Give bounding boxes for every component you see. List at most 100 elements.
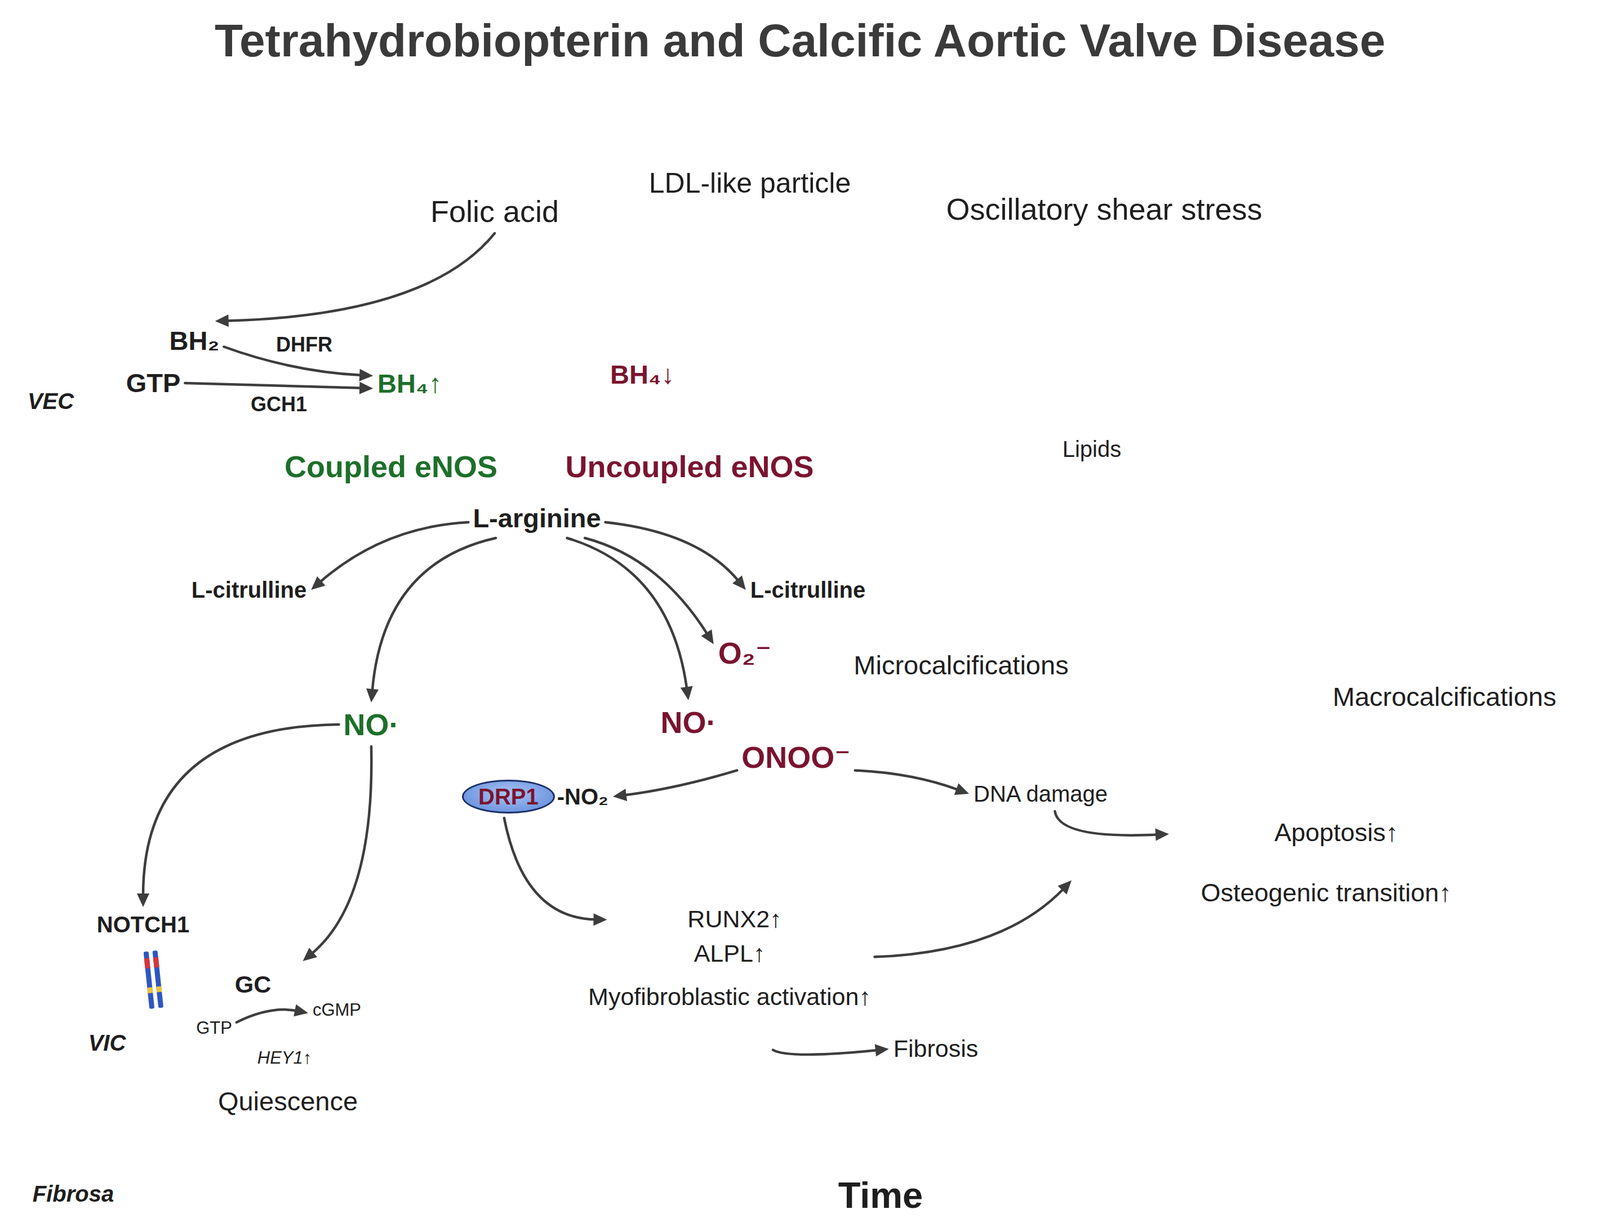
- lipid-droplet: [1256, 449, 1278, 470]
- calcification: [1359, 585, 1404, 630]
- calcification: [1529, 557, 1566, 594]
- calcification: [1396, 531, 1438, 572]
- calcification: [1451, 611, 1504, 663]
- calcification: [1230, 510, 1271, 552]
- annotation-label: Lipids: [1062, 436, 1122, 462]
- node-label: BH₄↑: [377, 368, 442, 399]
- calcification: [1276, 513, 1330, 567]
- arrow-head: [680, 686, 693, 701]
- cell-label: RUNX2↑: [687, 905, 782, 933]
- lipid-droplet: [1296, 435, 1317, 456]
- lipid-droplet: [1111, 491, 1132, 512]
- calcification: [889, 584, 931, 628]
- lipid-droplet: [1550, 424, 1572, 446]
- arrow-head: [701, 629, 714, 644]
- calcification: [1192, 506, 1235, 549]
- calcification: [1236, 507, 1291, 561]
- calcification: [1177, 532, 1229, 585]
- calcification: [1389, 433, 1446, 490]
- text-anchor: Myofibroblastic activation↑: [588, 983, 871, 1011]
- connector-arrow: [236, 1004, 309, 1023]
- calcification: [1428, 480, 1464, 515]
- calcification: [1229, 579, 1275, 624]
- calcification: [1516, 485, 1553, 523]
- input-label: Folic acid: [425, 189, 564, 234]
- lipid-droplet: [925, 465, 946, 486]
- cell-membrane: [30, 961, 526, 1124]
- lipid-droplet: [1199, 433, 1220, 454]
- connector-arrow: [567, 538, 693, 701]
- calcification: [1247, 494, 1294, 540]
- calcification: [1396, 477, 1444, 527]
- calcification: [1438, 619, 1474, 653]
- lipid-droplet: [1156, 587, 1177, 608]
- calcification: [1372, 458, 1412, 496]
- calcification: [1355, 624, 1402, 670]
- metabolite: NO·: [339, 702, 404, 747]
- lipid-droplet: [956, 470, 977, 491]
- connector-line: [874, 888, 1065, 957]
- lipid-droplet: [956, 438, 977, 460]
- lipid-droplet: [958, 590, 979, 611]
- calcification: [1196, 505, 1246, 555]
- text-anchor: Quiescence: [218, 1086, 358, 1117]
- calcification: [1396, 486, 1443, 532]
- calcification: [1237, 476, 1284, 522]
- node-label: Fibrosis: [893, 1034, 979, 1063]
- node-label: L-citrulline: [191, 576, 307, 603]
- connector-line: [624, 770, 737, 795]
- calcification: [1402, 583, 1449, 629]
- protein-ellipse: DRP1: [461, 779, 555, 814]
- calcification: [1473, 496, 1511, 535]
- calcification: [1331, 466, 1377, 512]
- text-anchor: Coupled eNOS: [284, 449, 498, 484]
- text-anchor: GC: [234, 970, 272, 999]
- calcification: [1236, 500, 1290, 553]
- text-anchor: GCH1: [250, 392, 308, 416]
- fibrosa-layer: [0, 419, 1600, 1227]
- calcification: [1527, 498, 1567, 539]
- calcification: [1487, 458, 1539, 510]
- calcification: [1451, 559, 1490, 599]
- calcification: [1424, 525, 1479, 580]
- connector-line: [319, 522, 469, 583]
- calcification: [1480, 558, 1530, 608]
- calcification: [1227, 461, 1280, 515]
- calcification: [1260, 574, 1302, 615]
- calcification: [1195, 437, 1238, 480]
- gene-label: HEY1↑: [257, 1047, 312, 1069]
- lipid-droplet: [1136, 444, 1157, 465]
- edge-label: GC: [234, 970, 272, 999]
- shear-stress-rings: [597, 131, 1600, 287]
- text-anchor: RUNX2↑: [687, 905, 782, 933]
- lipid-droplet: [1251, 507, 1272, 528]
- calcification: [1201, 710, 1246, 756]
- calcification: [1376, 620, 1410, 655]
- calcification: [1376, 621, 1417, 661]
- lipid-droplet: [1147, 466, 1168, 487]
- lipid-droplet: [1096, 468, 1117, 489]
- calcification: [1175, 479, 1226, 531]
- text-anchor: VIC: [88, 1029, 127, 1056]
- lipid-droplet: [1182, 543, 1203, 564]
- cell-label: Osteogenic transition↑: [1200, 878, 1452, 908]
- calcification: [1264, 531, 1302, 570]
- cell-nucleus: [1259, 314, 1393, 355]
- calcification: [1136, 481, 1170, 515]
- lipid-droplet: [1514, 426, 1535, 447]
- lipid-droplet: [1506, 465, 1527, 486]
- ldl-particle: [614, 214, 696, 296]
- calcification: [1440, 501, 1491, 554]
- calcification: [1328, 596, 1364, 633]
- lipid-droplet: [1026, 460, 1047, 481]
- lipid-droplet: [1153, 509, 1174, 531]
- connector-line: [372, 538, 496, 692]
- arrow-head: [1057, 880, 1072, 895]
- calcification: [1280, 521, 1335, 576]
- lipid-droplet: [1187, 487, 1208, 509]
- arrow-head: [1154, 828, 1170, 842]
- lipid-droplet: [1200, 563, 1221, 585]
- calcification: [1269, 456, 1317, 503]
- calcification: [1207, 510, 1259, 562]
- calcification: [1189, 440, 1232, 482]
